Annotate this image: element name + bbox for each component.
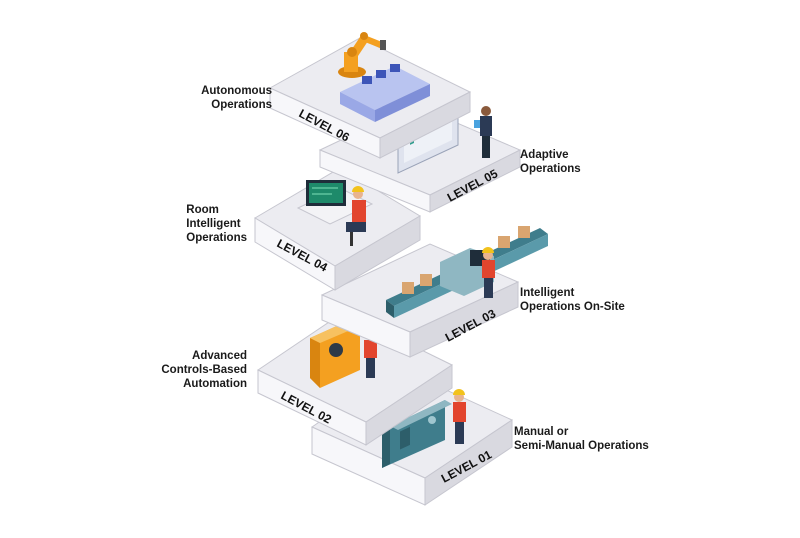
robot-arm-icon — [338, 32, 386, 78]
label-line: Semi-Manual Operations — [514, 440, 649, 452]
label-line: Controls-Based — [161, 364, 247, 376]
label-line: Operations On-Site — [520, 301, 625, 313]
robot-base-platform — [340, 64, 430, 122]
label-level-02: Advanced Controls-Based Automation — [161, 349, 247, 391]
label-level-04: Room Intelligent Operations — [186, 203, 247, 245]
platform-level-02: LEVEL 02 — [256, 311, 454, 446]
label-line: Adaptive — [520, 149, 569, 161]
worker-icon — [482, 247, 495, 298]
label-level-01: Manual or Semi-Manual Operations — [514, 425, 649, 453]
label-line: Operations — [211, 99, 272, 111]
label-line: Operations — [186, 232, 247, 244]
operator-desk-icon — [296, 180, 374, 225]
label-level-06: Autonomous Operations — [201, 84, 272, 112]
label-line: Advanced — [192, 350, 247, 362]
label-level-05: Adaptive Operations — [520, 148, 581, 176]
platform-level-04: LEVEL 04 — [254, 167, 421, 291]
label-line: Operations — [520, 163, 581, 175]
worker-icon — [346, 186, 366, 246]
platform-level-03: LEVEL 03 — [320, 226, 548, 358]
label-line: Manual or — [514, 426, 569, 438]
conveyor-belt-icon — [386, 226, 548, 318]
worker-icon — [453, 389, 466, 444]
label-level-03: Intelligent Operations On-Site — [520, 286, 625, 314]
worker-icon — [474, 106, 492, 158]
lathe-machine-icon — [382, 400, 452, 468]
label-line: Intelligent — [186, 218, 241, 230]
label-line: Autonomous — [201, 85, 272, 97]
label-line: Automation — [183, 378, 247, 390]
label-line: Intelligent — [520, 287, 575, 299]
label-line: Room — [186, 204, 219, 216]
